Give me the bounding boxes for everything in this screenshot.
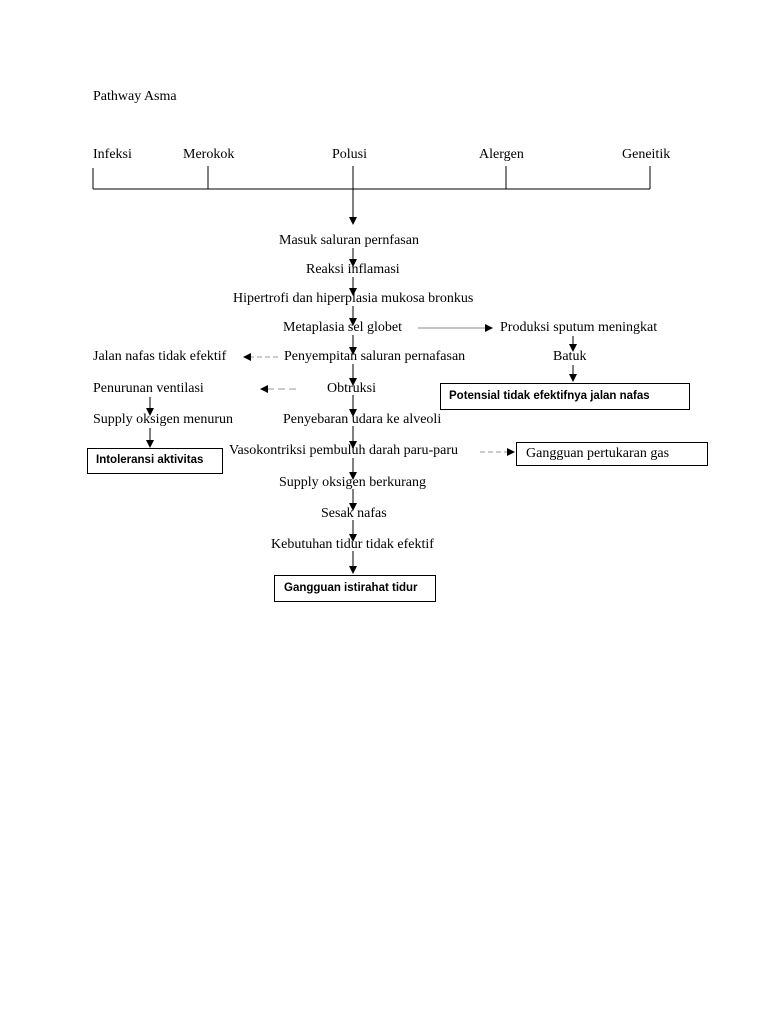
batuk: Batuk [553,349,587,364]
chain-step-3: Hipertrofi dan hiperplasia mukosa bronku… [233,291,474,306]
chain-step-1: Masuk saluran pernfasan [279,233,419,248]
diagnosis-box-gas [516,442,708,466]
diagnosis-tidur: Gangguan istirahat tidur [284,582,418,594]
chain-step-5: Penyempitan saluran pernafasan [284,349,466,364]
diagnosis-box-jalan-nafas [440,383,690,410]
chain-step-10: Sesak nafas [321,506,387,521]
chain-step-6: Obtruksi [327,381,376,396]
chain-step-4: Metaplasia sel globet [283,320,402,335]
cause-merokok: Merokok [183,147,235,162]
jalan-nafas-tidak-efektif: Jalan nafas tidak efektif [93,349,227,364]
chain-step-11: Kebutuhan tidur tidak efektif [271,537,434,552]
page-title: Pathway Asma [93,89,177,104]
diagnosis-box-intoleransi [87,448,223,474]
cause-polusi: Polusi [332,147,368,162]
diagnosis-gas: Gangguan pertukaran gas [526,446,670,461]
diagnosis-box-tidur [274,575,436,602]
diagnosis-intoleransi: Intoleransi aktivitas [96,454,204,466]
cause-infeksi: Infeksi [93,147,132,162]
supply-oksigen-menurun: Supply oksigen menurun [93,412,233,427]
penurunan-ventilasi: Penurunan ventilasi [93,381,204,396]
diagnosis-jalan-nafas: Potensial tidak efektifnya jalan nafas [449,390,650,402]
chain-step-9: Supply oksigen berkurang [279,475,426,490]
chain-step-8: Vasokontriksi pembuluh darah paru-paru [229,443,458,458]
chain-step-2: Reaksi inflamasi [306,262,400,277]
produksi-sputum: Produksi sputum meningkat [500,320,658,335]
cause-alergen: Alergen [479,147,524,162]
cause-geneitik: Geneitik [622,147,671,162]
chain-step-7: Penyebaran udara ke alveoli [283,412,442,427]
